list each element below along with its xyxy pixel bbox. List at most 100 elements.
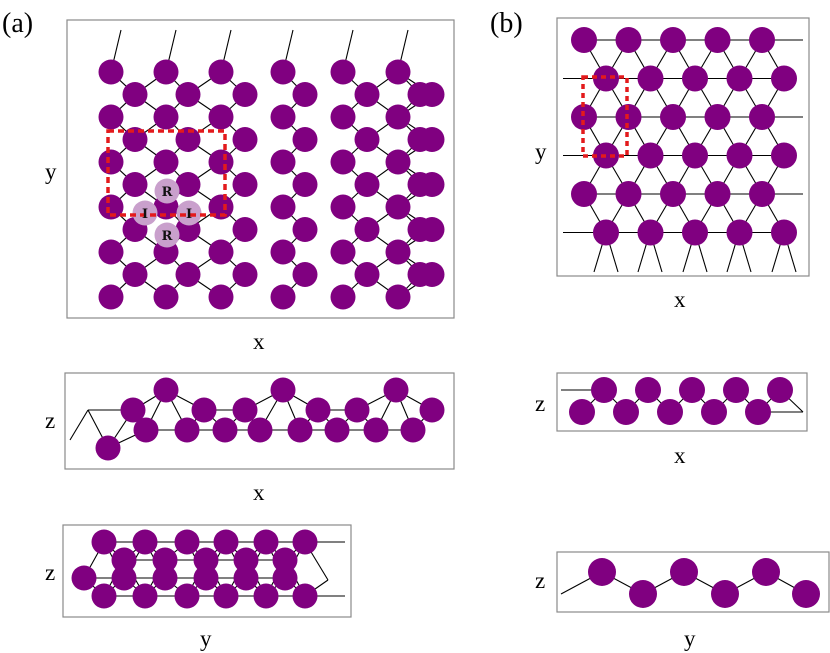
a-xz-atom <box>383 377 409 403</box>
b-xz-atom <box>679 377 705 403</box>
a-top-atom <box>292 82 318 107</box>
a-yz-atom <box>213 529 239 555</box>
a-yz-atom <box>272 547 298 573</box>
a-yz-atom <box>132 529 158 555</box>
a-top-highlight-atom <box>154 222 180 248</box>
a-yz-atom <box>152 547 178 573</box>
b-top-atom <box>615 27 642 53</box>
a-xz-atom <box>363 417 389 443</box>
b-top-atom <box>637 65 664 92</box>
a-top-atom <box>385 284 411 310</box>
a-top-atom <box>419 262 445 287</box>
b-top-xlabel: x <box>674 287 686 312</box>
a-top-atom <box>153 104 179 130</box>
a-top-atom <box>270 59 296 85</box>
a-xz-atom <box>133 417 159 443</box>
a-top-atom <box>419 82 445 107</box>
a-top-atom <box>208 104 234 130</box>
a-top-highlight-atom <box>132 200 158 226</box>
a-xz-view-frame <box>64 372 455 470</box>
a-top-atom <box>98 149 124 175</box>
b-top-atom <box>637 219 664 246</box>
b-xz-atom <box>745 399 771 425</box>
a-xz-atom <box>174 417 200 443</box>
b-top-ylabel: y <box>535 139 547 164</box>
b-xz-zlabel: z <box>535 391 545 416</box>
b-top-atom <box>726 65 753 92</box>
panel-label-b: (b) <box>490 8 523 39</box>
a-top-atom <box>122 172 148 197</box>
a-yz-atom <box>111 565 137 591</box>
a-xz-atom <box>120 397 146 423</box>
b-top-atom <box>704 181 731 207</box>
a-top-atom <box>270 239 296 265</box>
b-top-atom <box>682 142 708 169</box>
a-top-atom <box>175 262 201 287</box>
a-top-atom <box>270 104 296 130</box>
a-top-atom <box>208 149 234 175</box>
unit-cell-layer <box>106 75 629 217</box>
a-yz-atom <box>213 583 239 609</box>
a-top-atom <box>385 194 411 220</box>
a-xz-atom <box>212 417 238 443</box>
b-top-atom <box>749 104 775 130</box>
b-top-atom <box>593 219 619 246</box>
b-top-atom <box>637 142 664 169</box>
a-top-atom <box>122 127 148 152</box>
a-top-highlight-atom <box>154 178 180 204</box>
b-yz-zlabel: z <box>535 568 545 593</box>
a-xz-zlabel: z <box>45 408 55 433</box>
a-top-atom <box>232 262 258 287</box>
a-yz-atom <box>174 583 200 609</box>
b-yz-atom <box>752 558 780 586</box>
b-top-atom <box>682 65 708 92</box>
a-top-atom <box>98 104 124 130</box>
a-top-atom <box>122 82 148 107</box>
a-xz-atom <box>400 417 426 443</box>
a-top-atom <box>292 127 318 152</box>
a-top-atom <box>208 59 234 85</box>
a-top-atom <box>354 217 380 242</box>
a-xz-edge-bond <box>69 409 89 441</box>
a-top-atom <box>330 104 356 130</box>
a-top-atom <box>330 59 356 85</box>
site-label-r-top: R <box>162 185 173 200</box>
a-top-atom <box>232 127 258 152</box>
a-top-atom <box>419 172 445 197</box>
b-yz-atom <box>711 580 739 608</box>
a-top-atom <box>292 217 318 242</box>
b-top-atom <box>660 181 686 207</box>
b-top-atom <box>771 219 797 246</box>
a-yz-atom <box>132 583 158 609</box>
b-top-atom <box>682 219 708 246</box>
a-yz-atom <box>233 565 259 591</box>
a-xz-atom <box>153 377 179 403</box>
b-unit-cell <box>581 75 629 158</box>
a-top-atom <box>385 59 411 85</box>
a-yz-atom <box>193 547 219 573</box>
a-top-atom <box>98 194 124 220</box>
a-yz-atom <box>152 565 178 591</box>
a-top-atom <box>330 239 356 265</box>
b-yz-view-frame <box>556 551 830 613</box>
a-top-atom <box>419 127 445 152</box>
a-top-atom <box>98 59 124 85</box>
panel-frames <box>62 17 830 618</box>
b-top-atom <box>771 65 797 92</box>
a-top-ylabel: y <box>45 159 57 184</box>
panel-label-a: (a) <box>2 8 33 39</box>
a-top-atom <box>270 149 296 175</box>
a-yz-atom <box>71 565 97 591</box>
a-top-atom <box>208 284 234 310</box>
a-xz-atom <box>305 397 331 423</box>
b-yz-atom <box>670 558 698 586</box>
a-top-atom <box>153 59 179 85</box>
a-xz-atom <box>270 377 296 403</box>
a-top-xlabel: x <box>253 329 265 354</box>
a-yz-atom <box>193 565 219 591</box>
a-xz-atom <box>324 417 350 443</box>
b-top-atom <box>726 219 753 246</box>
b-top-atom <box>704 27 731 53</box>
a-yz-atom <box>292 583 318 609</box>
